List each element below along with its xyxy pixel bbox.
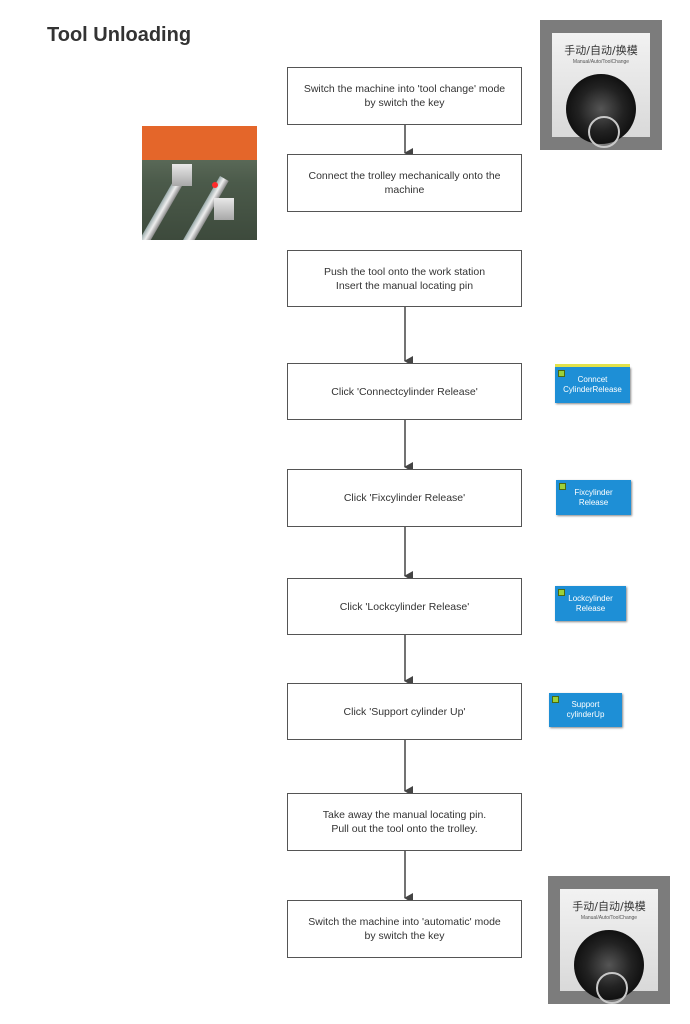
key-switch-photo-bottom: 手动/自动/换模 Manual/Auto/ToolChange [548, 876, 670, 1004]
step-text: Switch the machine into 'tool change' mo… [303, 83, 506, 109]
lockcylinder-release-button[interactable]: Lockcylinder Release [555, 586, 626, 621]
step-push-tool: Push the tool onto the work station Inse… [287, 250, 522, 307]
indicator-icon [558, 589, 565, 596]
key-label-en: Manual/Auto/ToolChange [572, 59, 630, 65]
button-label: Fixcylinder Release [574, 487, 613, 507]
step-fixcylinder-release: Click 'Fixcylinder Release' [287, 469, 522, 527]
step-lockcylinder-release: Click 'Lockcylinder Release' [287, 578, 522, 635]
step-switch-tool-change: Switch the machine into 'tool change' mo… [287, 67, 522, 125]
step-connectcylinder-release: Click 'Connectcylinder Release' [287, 363, 522, 420]
connect-cylinder-release-button[interactable]: Conncet CylinderRelease [555, 364, 630, 403]
step-text: Click 'Support cylinder Up' [343, 705, 466, 718]
step-text: Switch the machine into 'automatic' mode… [308, 916, 501, 942]
key-switch-photo: 手动/自动/换模 Manual/Auto/ToolChange [540, 20, 662, 150]
step-text: Click 'Fixcylinder Release' [343, 492, 466, 504]
support-cylinder-up-button[interactable]: Support cylinderUp [549, 693, 622, 727]
page-title: Tool Unloading [47, 24, 192, 46]
key-ring-icon [588, 116, 620, 148]
step-text: Push the tool onto the work station Inse… [323, 265, 486, 292]
step-text: Connect the trolley mechanically onto th… [308, 170, 501, 196]
step-text: Take away the manual locating pin. Pull … [322, 809, 487, 835]
key-ring-icon [596, 972, 628, 1004]
key-label-cn: 手动/自动/换模 [572, 900, 646, 913]
button-label: Lockcylinder Release [568, 593, 613, 613]
step-connect-trolley: Connect the trolley mechanically onto th… [287, 154, 522, 212]
key-label-en: Manual/Auto/ToolChange [580, 915, 638, 921]
trolley-photo [142, 126, 257, 240]
step-take-away-pin: Take away the manual locating pin. Pull … [287, 793, 522, 851]
step-text: Click 'Connectcylinder Release' [331, 385, 478, 398]
indicator-icon [559, 483, 566, 490]
indicator-icon [558, 370, 565, 377]
step-support-cylinder-up: Click 'Support cylinder Up' [287, 683, 522, 740]
button-label: Support cylinderUp [566, 700, 605, 719]
fixcylinder-release-button[interactable]: Fixcylinder Release [556, 480, 631, 515]
button-label: Conncet CylinderRelease [563, 375, 622, 394]
indicator-icon [552, 696, 559, 703]
step-text: Click 'Lockcylinder Release' [339, 600, 470, 613]
key-label-cn: 手动/自动/换模 [564, 44, 638, 57]
step-switch-automatic: Switch the machine into 'automatic' mode… [287, 900, 522, 958]
